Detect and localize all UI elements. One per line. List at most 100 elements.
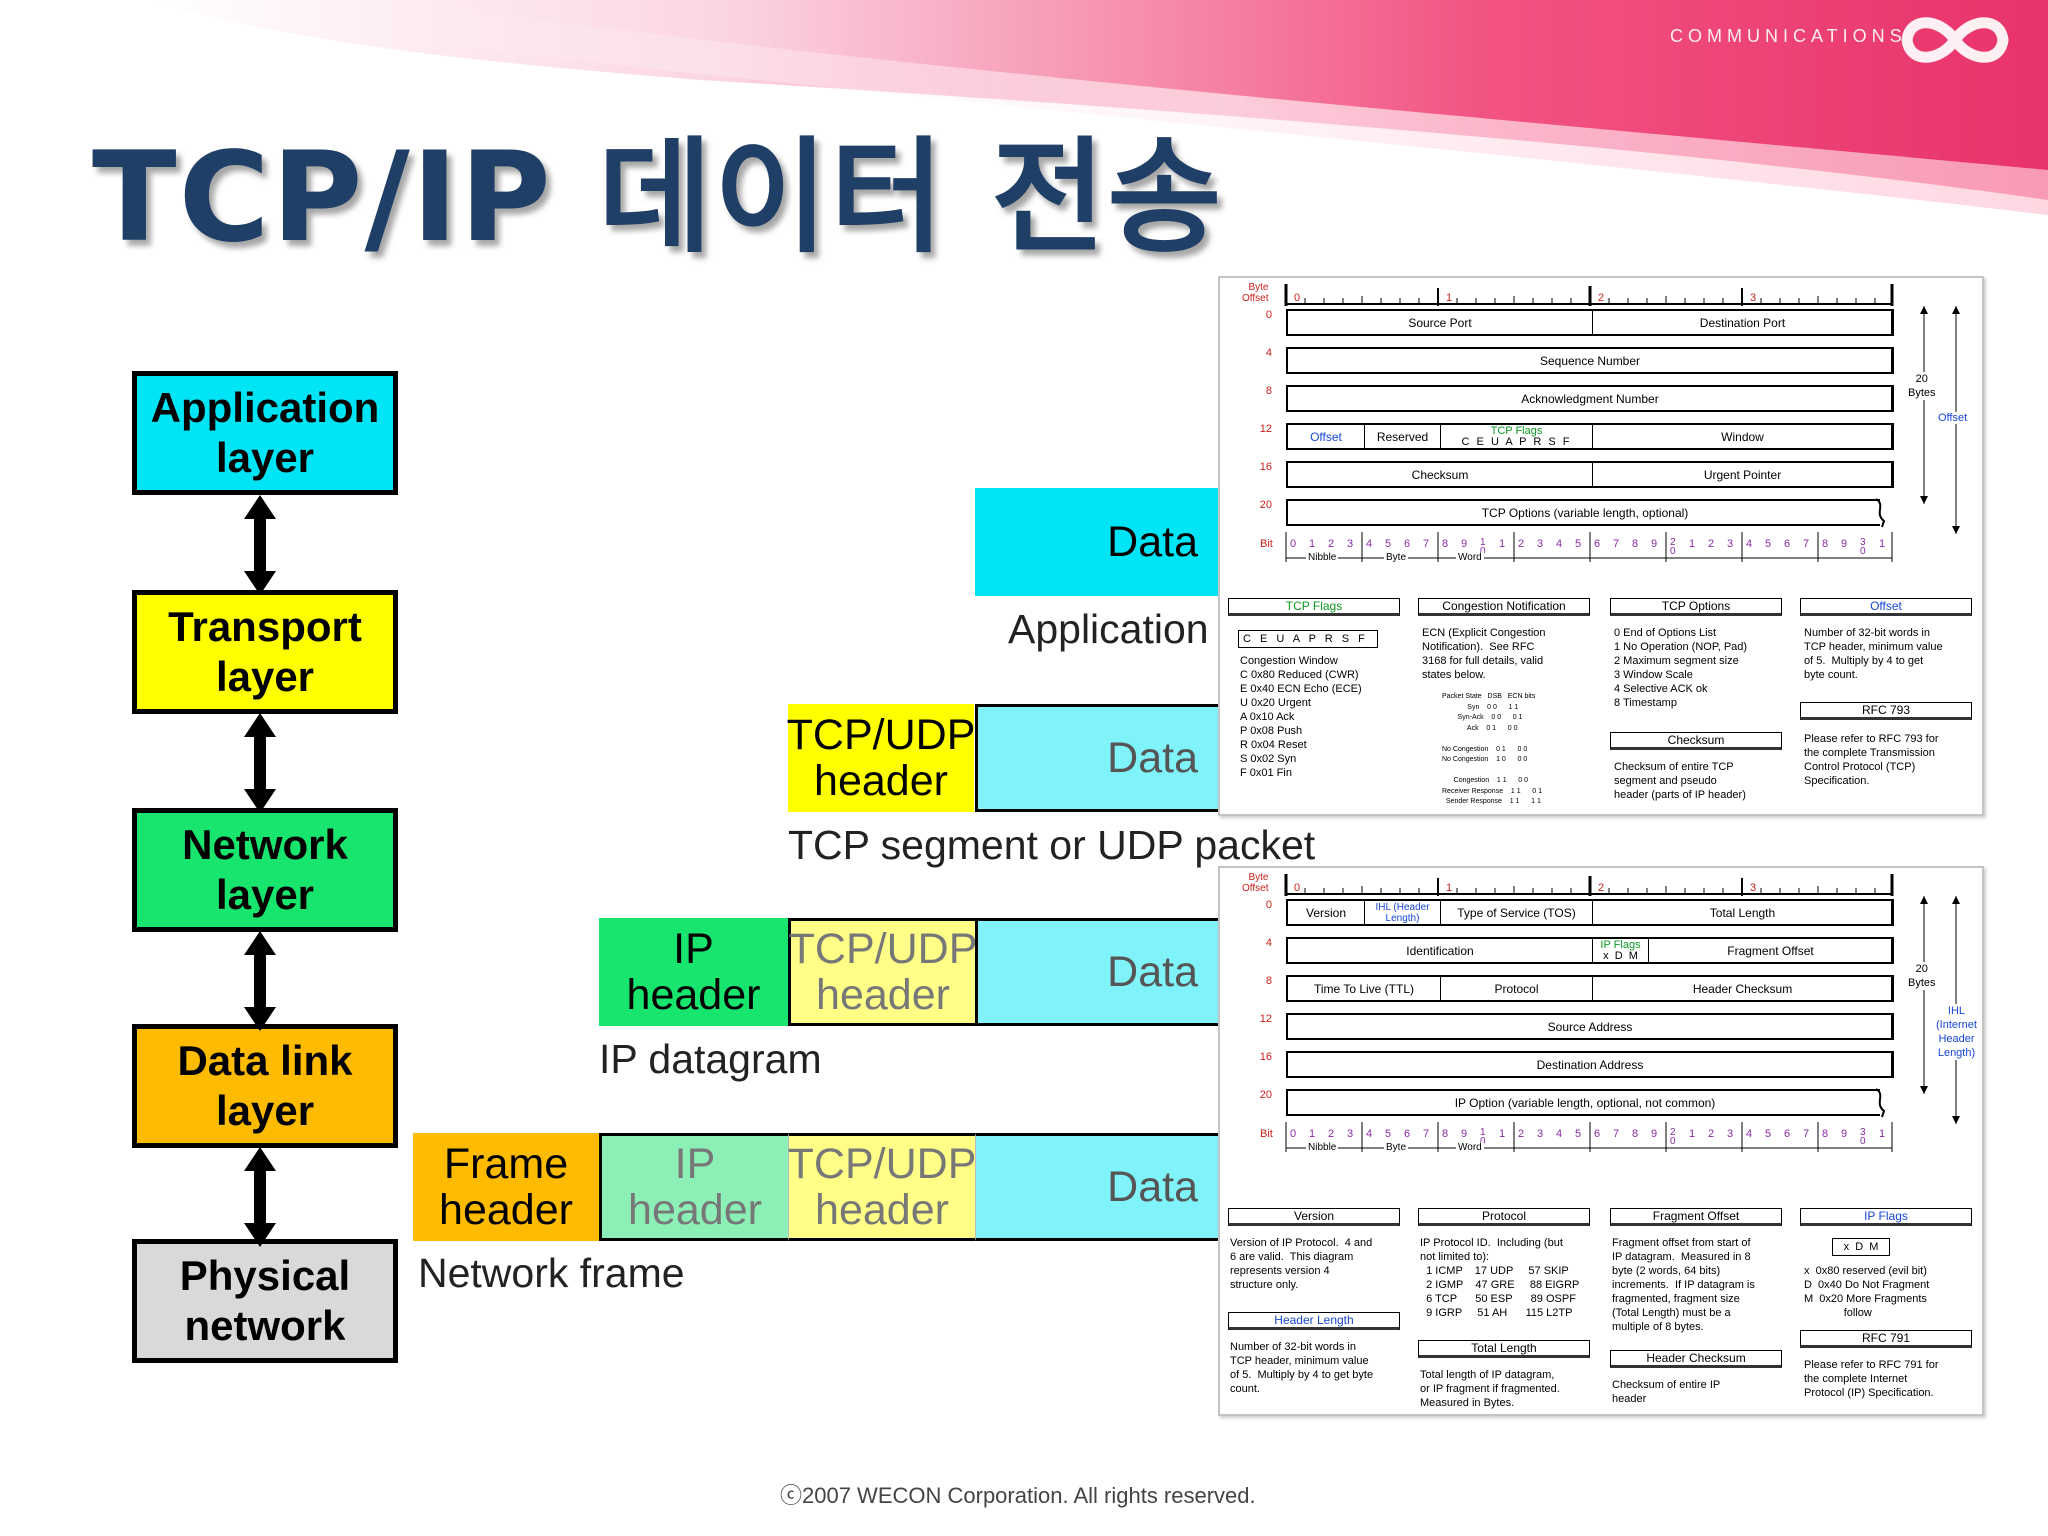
header-row: Source Address: [1286, 1013, 1894, 1040]
frame-header-block: Frame header: [413, 1133, 599, 1241]
offset-label: 12: [1259, 1013, 1272, 1025]
slide-title: TCP/IP 데이터 전송: [92, 126, 1224, 270]
frame-tcp-udp-header-block: TCP/UDP header: [787, 1133, 977, 1241]
legend-title: TCP Options: [1610, 598, 1782, 616]
wavy-end-icon: [1875, 1088, 1886, 1118]
legend-body: 0 End of Options List 1 No Operation (NO…: [1614, 627, 1748, 709]
total-length-field: Total Length: [1592, 901, 1892, 924]
identification-field: Identification: [1406, 943, 1474, 958]
double-arrow-icon: [244, 495, 276, 595]
ip-option-field: IP Option (variable length, optional, no…: [1454, 1095, 1716, 1110]
byte-number: 1: [1446, 292, 1453, 304]
segment-data-block: Data: [975, 704, 1218, 812]
header-row: Checksum Urgent Pointer: [1286, 461, 1894, 488]
bit-ruler: [1284, 874, 1894, 896]
tcp-flags-box: C E U A P R S F: [1238, 630, 1378, 648]
legend-body: Please refer to RFC 793 for the complete…: [1804, 733, 1939, 787]
ttl-field: Time To Live (TTL): [1313, 981, 1415, 996]
application-layer-box: Application layer: [132, 371, 398, 495]
legend-title: Header Checksum: [1610, 1350, 1782, 1368]
wavy-end-icon: [1875, 498, 1886, 528]
legend-title: Protocol: [1418, 1208, 1590, 1226]
datagram-caption: IP datagram: [599, 1036, 822, 1082]
offset-label: 16: [1259, 1051, 1272, 1063]
bit-label: Bit: [1260, 538, 1273, 550]
datalink-layer-box: Data link layer: [132, 1024, 398, 1148]
legend-body: Fragment offset from start of IP datagra…: [1612, 1237, 1755, 1333]
legend-title: Header Length: [1228, 1312, 1400, 1330]
header-row: Sequence Number: [1286, 347, 1894, 374]
segment-caption: TCP segment or UDP packet: [788, 822, 1316, 868]
header-row: Offset Reserved TCP Flags C E U A P R S …: [1286, 423, 1894, 450]
legend-body: Total length of IP datagram, or IP fragm…: [1420, 1369, 1560, 1409]
destination-port-field: Destination Port: [1592, 311, 1892, 334]
legend-body: IP Protocol ID. Including (but not limit…: [1420, 1237, 1580, 1319]
bit-label: Bit: [1260, 1128, 1273, 1140]
offset-side-label: Offset: [1938, 412, 1968, 424]
brand-text: COMMUNICATIONS: [1670, 26, 1907, 46]
data-label: Data: [1107, 1163, 1198, 1211]
twenty-bytes-label: 20 Bytes: [1908, 962, 1936, 990]
tcp-flags-label: TCP Flags: [1490, 424, 1543, 437]
ip-flags-field: IP Flags x D M: [1592, 939, 1648, 962]
header-row: Source Port Destination Port: [1286, 309, 1894, 336]
ip-flags-box: x D M: [1832, 1238, 1890, 1256]
legend-title: Congestion Notification: [1418, 598, 1590, 616]
header-row: Acknowledgment Number: [1286, 385, 1894, 412]
reserved-field: Reserved: [1364, 425, 1440, 448]
data-label: Data: [1107, 518, 1198, 566]
bit-scale: [1285, 532, 1893, 562]
tos-field: Type of Service (TOS): [1440, 901, 1592, 924]
copyright-footer: ⓒ2007 WECON Corporation. All rights rese…: [780, 1483, 1256, 1508]
ip-header-block: IP header: [599, 918, 788, 1026]
legend-body: Checksum of entire TCP segment and pseud…: [1614, 761, 1746, 801]
source-port-field: Source Port: [1408, 315, 1472, 330]
header-row: IP Option (variable length, optional, no…: [1286, 1089, 1880, 1116]
offset-label: 0: [1265, 309, 1272, 321]
header-row: Time To Live (TTL) Protocol Header Check…: [1286, 975, 1894, 1002]
transport-layer-label: Transport layer: [168, 603, 362, 700]
word-label: Word: [1456, 1142, 1484, 1153]
byte-offset-label: Byte Offset: [1242, 872, 1269, 894]
offset-field: Offset: [1310, 429, 1342, 444]
legend-title: Version: [1228, 1208, 1400, 1226]
bit-ruler: [1284, 284, 1894, 306]
legend-title: IP Flags: [1800, 1208, 1972, 1226]
tcp-flags-bits: C E U A P R S F: [1461, 435, 1572, 448]
fragment-offset-field: Fragment Offset: [1648, 939, 1892, 962]
legend-body: Number of 32-bit words in TCP header, mi…: [1804, 627, 1943, 681]
ihl-side-label: IHL (Internet Header Length): [1936, 1004, 1977, 1060]
legend-title: RFC 793: [1800, 702, 1972, 720]
datagram-data-block: Data: [975, 918, 1218, 1026]
ip-flags-label: IP Flags: [1600, 938, 1641, 951]
legend-body: Version of IP Protocol. 4 and 6 are vali…: [1230, 1237, 1373, 1291]
frame-caption: Network frame: [418, 1250, 685, 1296]
legend-body: Checksum of entire IP header: [1612, 1379, 1721, 1405]
ecn-table: Packet State DSB ECN bits Syn 0 0 1 1 Sy…: [1442, 693, 1542, 805]
sequence-number-field: Sequence Number: [1539, 353, 1641, 368]
offset-label: 4: [1265, 347, 1272, 359]
legend-body: Congestion Window C 0x80 Reduced (CWR) E…: [1240, 655, 1362, 779]
offset-label: 8: [1265, 385, 1272, 397]
byte-number: 3: [1750, 292, 1757, 304]
acknowledgment-number-field: Acknowledgment Number: [1521, 391, 1659, 406]
legend-body: ECN (Explicit Congestion Notification). …: [1422, 627, 1546, 681]
legend-title: Fragment Offset: [1610, 1208, 1782, 1226]
checksum-field: Checksum: [1411, 467, 1469, 482]
double-arrow-icon: [244, 1147, 276, 1247]
offset-label: 0: [1265, 899, 1272, 911]
header-checksum-field: Header Checksum: [1592, 977, 1892, 1000]
header-banner: [150, 0, 2048, 215]
header-row: Identification IP Flags x D M Fragment O…: [1286, 937, 1894, 964]
frame-ip-header-block: IP header: [599, 1133, 788, 1241]
header-row: TCP Options (variable length, optional): [1286, 499, 1880, 526]
tcp-udp-header-label: TCP/UDP header: [787, 1140, 977, 1234]
datagram-tcp-udp-header-block: TCP/UDP header: [788, 918, 977, 1026]
frame-header-label: Frame header: [439, 1140, 573, 1234]
bit-scale: [1285, 1122, 1893, 1152]
offset-label: 16: [1259, 461, 1272, 473]
window-field: Window: [1592, 425, 1892, 448]
double-arrow-icon: [244, 713, 276, 813]
legend-body: Please refer to RFC 791 for the complete…: [1804, 1359, 1939, 1399]
byte-offset-label: Byte Offset: [1242, 282, 1269, 304]
